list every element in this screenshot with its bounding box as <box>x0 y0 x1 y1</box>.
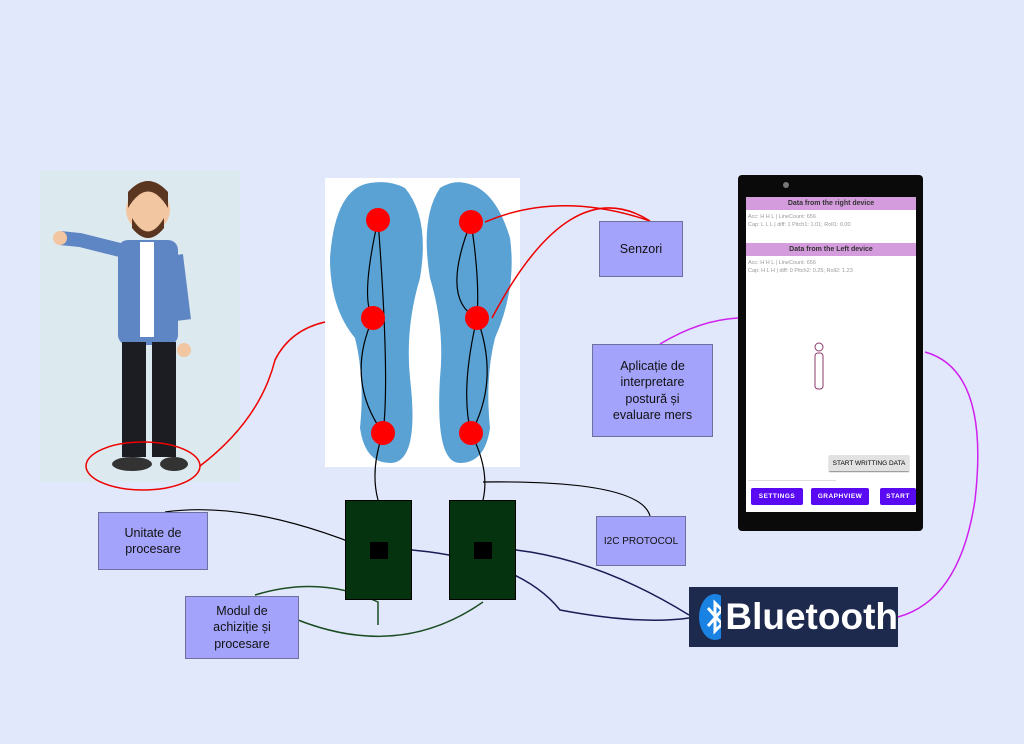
right-device-header: Data from the right device <box>746 197 916 210</box>
person-illustration <box>40 170 240 482</box>
label-app: Aplicație de interpretare postură și eva… <box>592 344 713 437</box>
phone: Data from the right device Acc: H H L | … <box>738 175 923 531</box>
left-device-header: Data from the Left device <box>746 243 916 256</box>
sensor-dots <box>361 208 489 445</box>
label-processing-unit: Unitate de procesare <box>98 512 208 570</box>
bluetooth-icon <box>699 594 722 640</box>
start-button[interactable]: START <box>880 488 916 505</box>
right-line-2: Cap: L L L | diff: 1 Pitch1: 1.01; Roll1… <box>748 222 851 228</box>
chip <box>474 542 492 559</box>
settings-button[interactable]: SETTINGS <box>751 488 803 505</box>
label-acquisition-module: Modul de achiziție și procesare <box>185 596 299 659</box>
phone-screen: Data from the right device Acc: H H L | … <box>746 197 916 512</box>
start-writing-data-button[interactable]: START WRITTING DATA <box>829 455 909 471</box>
label-i2c: I2C PROTOCOL <box>596 516 686 566</box>
right-line-1: Acc: H H L | LineCount: 656 <box>748 214 816 220</box>
left-line-1: Acc: H H L | LineCount: 656 <box>748 260 816 266</box>
label-sensors: Senzori <box>599 221 683 277</box>
bluetooth-label: Bluetooth <box>725 596 898 637</box>
processing-board-left <box>345 500 412 600</box>
processing-board-right <box>449 500 516 600</box>
left-line-2: Cap: H L H | diff: 0 Pitch2: 0.25; Roll2… <box>748 268 853 274</box>
feet-highlight <box>85 441 201 491</box>
graphview-button[interactable]: GRAPHVIEW <box>811 488 869 505</box>
bluetooth-logo: Bluetooth <box>689 587 898 647</box>
chip <box>370 542 388 559</box>
posture-figure-icon <box>814 342 824 390</box>
